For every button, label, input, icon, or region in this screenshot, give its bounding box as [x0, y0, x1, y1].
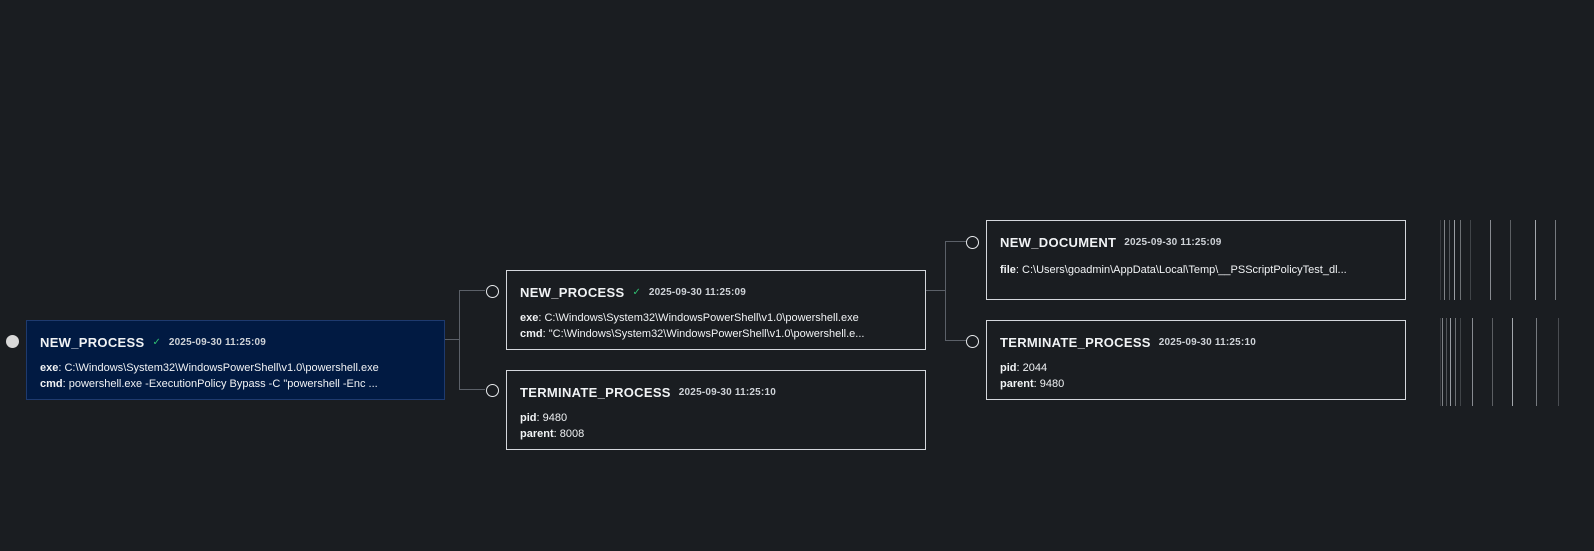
- field-pid: pid: 2044: [1000, 362, 1048, 374]
- connector-line: [945, 241, 971, 242]
- field-value: 9480: [542, 412, 568, 424]
- event-type: TERMINATE_PROCESS: [520, 384, 671, 400]
- field-key: cmd: [520, 328, 543, 340]
- minimap-mark: [1446, 318, 1447, 406]
- event-node-header: TERMINATE_PROCESS 2025-09-30 11:25:10: [520, 382, 912, 402]
- field-value: C:\Windows\System32\WindowsPowerShell\v1…: [64, 362, 379, 374]
- event-node-header: TERMINATE_PROCESS 2025-09-30 11:25:10: [1000, 332, 1392, 352]
- field-key: parent: [1000, 378, 1034, 390]
- event-node-terminate-process[interactable]: TERMINATE_PROCESS 2025-09-30 11:25:10 pi…: [986, 320, 1406, 400]
- event-type: NEW_PROCESS: [40, 334, 145, 350]
- connector-line: [459, 290, 485, 291]
- field-exe: exe: C:\Windows\System32\WindowsPowerShe…: [40, 362, 379, 374]
- check-icon: ✓: [152, 336, 161, 348]
- minimap-mark: [1460, 318, 1461, 406]
- event-timestamp: 2025-09-30 11:25:09: [168, 336, 267, 348]
- minimap-mark: [1450, 318, 1451, 406]
- event-node-terminate-process[interactable]: TERMINATE_PROCESS 2025-09-30 11:25:10 pi…: [506, 370, 926, 450]
- event-type: NEW_PROCESS: [520, 284, 625, 300]
- field-key: exe: [520, 312, 539, 324]
- field-parent: parent: 9480: [1000, 378, 1065, 390]
- field-value: "C:\Windows\System32\WindowsPowerShell\v…: [548, 328, 865, 340]
- node-port[interactable]: [966, 335, 979, 348]
- field-pid: pid: 9480: [520, 412, 568, 424]
- minimap-mark: [1558, 318, 1559, 406]
- node-port[interactable]: [486, 285, 499, 298]
- field-key: pid: [1000, 362, 1017, 374]
- connector-line: [916, 290, 945, 291]
- event-timestamp: 2025-09-30 11:25:10: [678, 386, 776, 398]
- connector-line: [439, 339, 459, 340]
- event-node-new-process-root[interactable]: NEW_PROCESS ✓ 2025-09-30 11:25:09 exe: C…: [26, 320, 445, 400]
- minimap-mark: [1444, 220, 1445, 300]
- field-cmd: cmd: "C:\Windows\System32\WindowsPowerSh…: [520, 328, 865, 340]
- minimap-marks-upper: [1440, 220, 1580, 300]
- field-key: exe: [40, 362, 59, 374]
- minimap-mark: [1510, 220, 1511, 300]
- field-cmd: cmd: powershell.exe -ExecutionPolicy Byp…: [40, 378, 378, 390]
- minimap-mark: [1535, 220, 1536, 300]
- minimap-mark: [1455, 318, 1456, 406]
- root-port[interactable]: [6, 335, 19, 348]
- minimap-mark: [1472, 318, 1473, 406]
- event-timestamp: 2025-09-30 11:25:09: [648, 286, 747, 298]
- field-value: 2044: [1022, 362, 1048, 374]
- field-value: 9480: [1039, 378, 1065, 390]
- field-parent: parent: 8008: [520, 428, 585, 440]
- node-port[interactable]: [486, 384, 499, 397]
- minimap-mark: [1555, 220, 1556, 300]
- field-key: parent: [520, 428, 554, 440]
- field-value: C:\Windows\System32\WindowsPowerShell\v1…: [544, 312, 859, 324]
- field-key: file: [1000, 264, 1016, 276]
- field-key: pid: [520, 412, 537, 424]
- event-timestamp: 2025-09-30 11:25:09: [1124, 236, 1222, 248]
- connector-line: [945, 340, 971, 341]
- connector-line: [945, 241, 946, 340]
- minimap-mark: [1454, 220, 1455, 300]
- minimap-mark: [1490, 220, 1491, 300]
- connector-line: [459, 290, 460, 389]
- check-icon: ✓: [632, 286, 641, 298]
- event-node-header: NEW_DOCUMENT 2025-09-30 11:25:09: [1000, 232, 1392, 252]
- field-value: C:\Users\goadmin\AppData\Local\Temp\__PS…: [1022, 264, 1347, 276]
- minimap-mark: [1440, 318, 1441, 406]
- node-port[interactable]: [966, 236, 979, 249]
- minimap-mark: [1492, 318, 1493, 406]
- event-node-header: NEW_PROCESS ✓ 2025-09-30 11:25:09: [520, 282, 912, 302]
- event-node-header: NEW_PROCESS ✓ 2025-09-30 11:25:09: [40, 332, 431, 352]
- event-type: TERMINATE_PROCESS: [1000, 334, 1151, 350]
- field-exe: exe: C:\Windows\System32\WindowsPowerShe…: [520, 312, 859, 324]
- minimap-mark: [1470, 220, 1471, 300]
- event-timestamp: 2025-09-30 11:25:10: [1158, 336, 1256, 348]
- field-file: file: C:\Users\goadmin\AppData\Local\Tem…: [1000, 264, 1347, 276]
- field-key: cmd: [40, 378, 63, 390]
- minimap-marks-lower: [1440, 318, 1580, 406]
- field-value: powershell.exe -ExecutionPolicy Bypass -…: [68, 378, 378, 390]
- minimap-mark: [1512, 318, 1513, 406]
- minimap-mark: [1460, 220, 1461, 300]
- minimap-mark: [1440, 220, 1441, 300]
- minimap-mark: [1449, 220, 1450, 300]
- event-node-new-process-child[interactable]: NEW_PROCESS ✓ 2025-09-30 11:25:09 exe: C…: [506, 270, 926, 350]
- connector-line: [459, 389, 485, 390]
- minimap-mark: [1442, 318, 1443, 406]
- field-value: 8008: [559, 428, 585, 440]
- event-type: NEW_DOCUMENT: [1000, 234, 1117, 250]
- event-node-new-document[interactable]: NEW_DOCUMENT 2025-09-30 11:25:09 file: C…: [986, 220, 1406, 300]
- minimap-mark: [1536, 318, 1537, 406]
